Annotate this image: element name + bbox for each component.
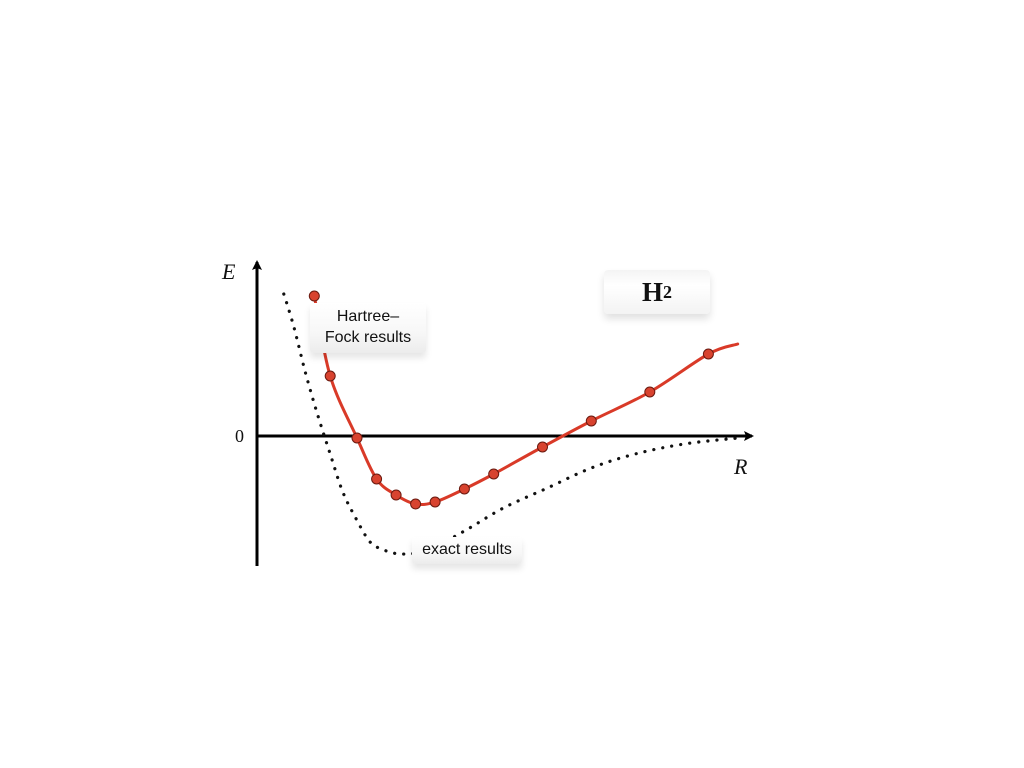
hartree-fock-point-11 (585, 415, 597, 427)
chart-title-text: H (641, 276, 663, 307)
hartree-fock-point-13 (702, 348, 714, 360)
hartree-fock-point-7 (429, 496, 441, 508)
chart-title-subscript: 2 (663, 281, 672, 302)
exact-results-annotation-text: exact results (422, 541, 512, 558)
y-axis-title: E (221, 259, 236, 284)
hartree-fock-point-10 (537, 441, 548, 453)
hartree-fock-point-5 (390, 489, 402, 501)
hartree-fock-point-4 (371, 473, 383, 485)
x-axis-title: R (733, 454, 748, 479)
exact-results-annotation: exact results (412, 537, 522, 564)
hartree-fock-point-6 (410, 498, 422, 510)
hartree-fock-point-12 (644, 386, 656, 398)
hartree-fock-point-2 (324, 370, 336, 382)
hartree-fock-annotation-text: Hartree–Fock results (324, 308, 412, 346)
hartree-fock-point-9 (488, 468, 500, 480)
y-tick-zero-label: 0 (235, 426, 244, 446)
hartree-fock-point-1 (308, 290, 320, 302)
hartree-fock-annotation: Hartree–Fock results (310, 303, 426, 353)
hartree-fock-point-3 (351, 432, 363, 444)
hartree-fock-point-8 (458, 483, 470, 495)
